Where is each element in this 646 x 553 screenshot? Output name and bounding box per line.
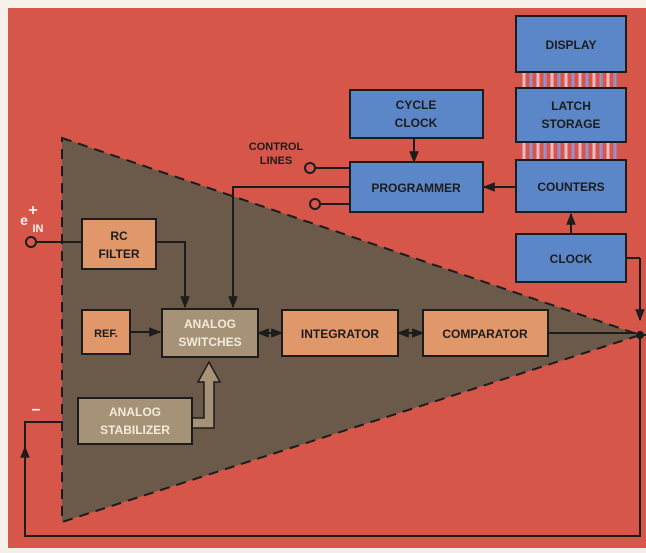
svg-text:SWITCHES: SWITCHES	[178, 335, 241, 349]
display-block: DISPLAY	[515, 15, 627, 73]
programmer-to-switches-line	[228, 186, 350, 309]
svg-text:COUNTERS: COUNTERS	[537, 180, 604, 194]
control-lines-label: CONTROL	[249, 141, 304, 153]
svg-text:CLOCK: CLOCK	[550, 252, 593, 266]
feedback-loop-line	[24, 335, 641, 537]
programmer-block: PROGRAMMER	[349, 161, 484, 213]
svg-text:LATCH: LATCH	[551, 99, 591, 113]
svg-text:DISPLAY: DISPLAY	[546, 38, 597, 52]
ref-block: REF.	[81, 309, 131, 355]
input-symbol-e: e	[20, 212, 28, 228]
svg-text:ANALOG: ANALOG	[109, 405, 161, 419]
rcfilter-to-switches-line	[156, 241, 190, 309]
rc-filter-block: RC FILTER	[81, 218, 157, 270]
white-left-edge	[0, 0, 8, 548]
svg-text:FILTER: FILTER	[98, 247, 139, 261]
svg-text:STABILIZER: STABILIZER	[100, 423, 170, 437]
minus-sign-label: –	[32, 401, 41, 418]
svg-text:STORAGE: STORAGE	[541, 117, 600, 131]
svg-text:PROGRAMMER: PROGRAMMER	[371, 181, 461, 195]
control-terminal-2	[309, 198, 321, 210]
svg-text:ANALOG: ANALOG	[184, 317, 236, 331]
comparator-block: COMPARATOR	[422, 309, 549, 357]
white-top-edge	[0, 0, 646, 8]
svg-text:RC: RC	[110, 229, 128, 243]
analog-stabilizer-block: ANALOG STABILIZER	[77, 397, 193, 445]
control-lines-label-2: LINES	[260, 155, 292, 167]
stabilizer-feedback-arrow	[191, 360, 222, 429]
svg-text:COMPARATOR: COMPARATOR	[442, 327, 528, 341]
input-terminal	[25, 236, 37, 248]
cycle-clock-block: CYCLE CLOCK	[349, 89, 484, 139]
integrator-block: INTEGRATOR	[281, 309, 399, 357]
input-plus-sign: +	[28, 202, 37, 219]
latch-counters-bus	[522, 142, 617, 160]
control-terminal-1	[304, 162, 316, 174]
clock-block: CLOCK	[515, 233, 627, 283]
latch-storage-block: LATCH STORAGE	[515, 87, 627, 143]
counters-block: COUNTERS	[515, 159, 627, 213]
analog-switches-block: ANALOG SWITCHES	[161, 308, 259, 358]
svg-text:REF.: REF.	[94, 328, 118, 340]
input-subscript-in: IN	[33, 223, 44, 235]
svg-text:CLOCK: CLOCK	[395, 116, 438, 130]
display-latch-bus	[522, 72, 617, 88]
svg-text:CYCLE: CYCLE	[396, 98, 437, 112]
svg-text:INTEGRATOR: INTEGRATOR	[301, 327, 380, 341]
